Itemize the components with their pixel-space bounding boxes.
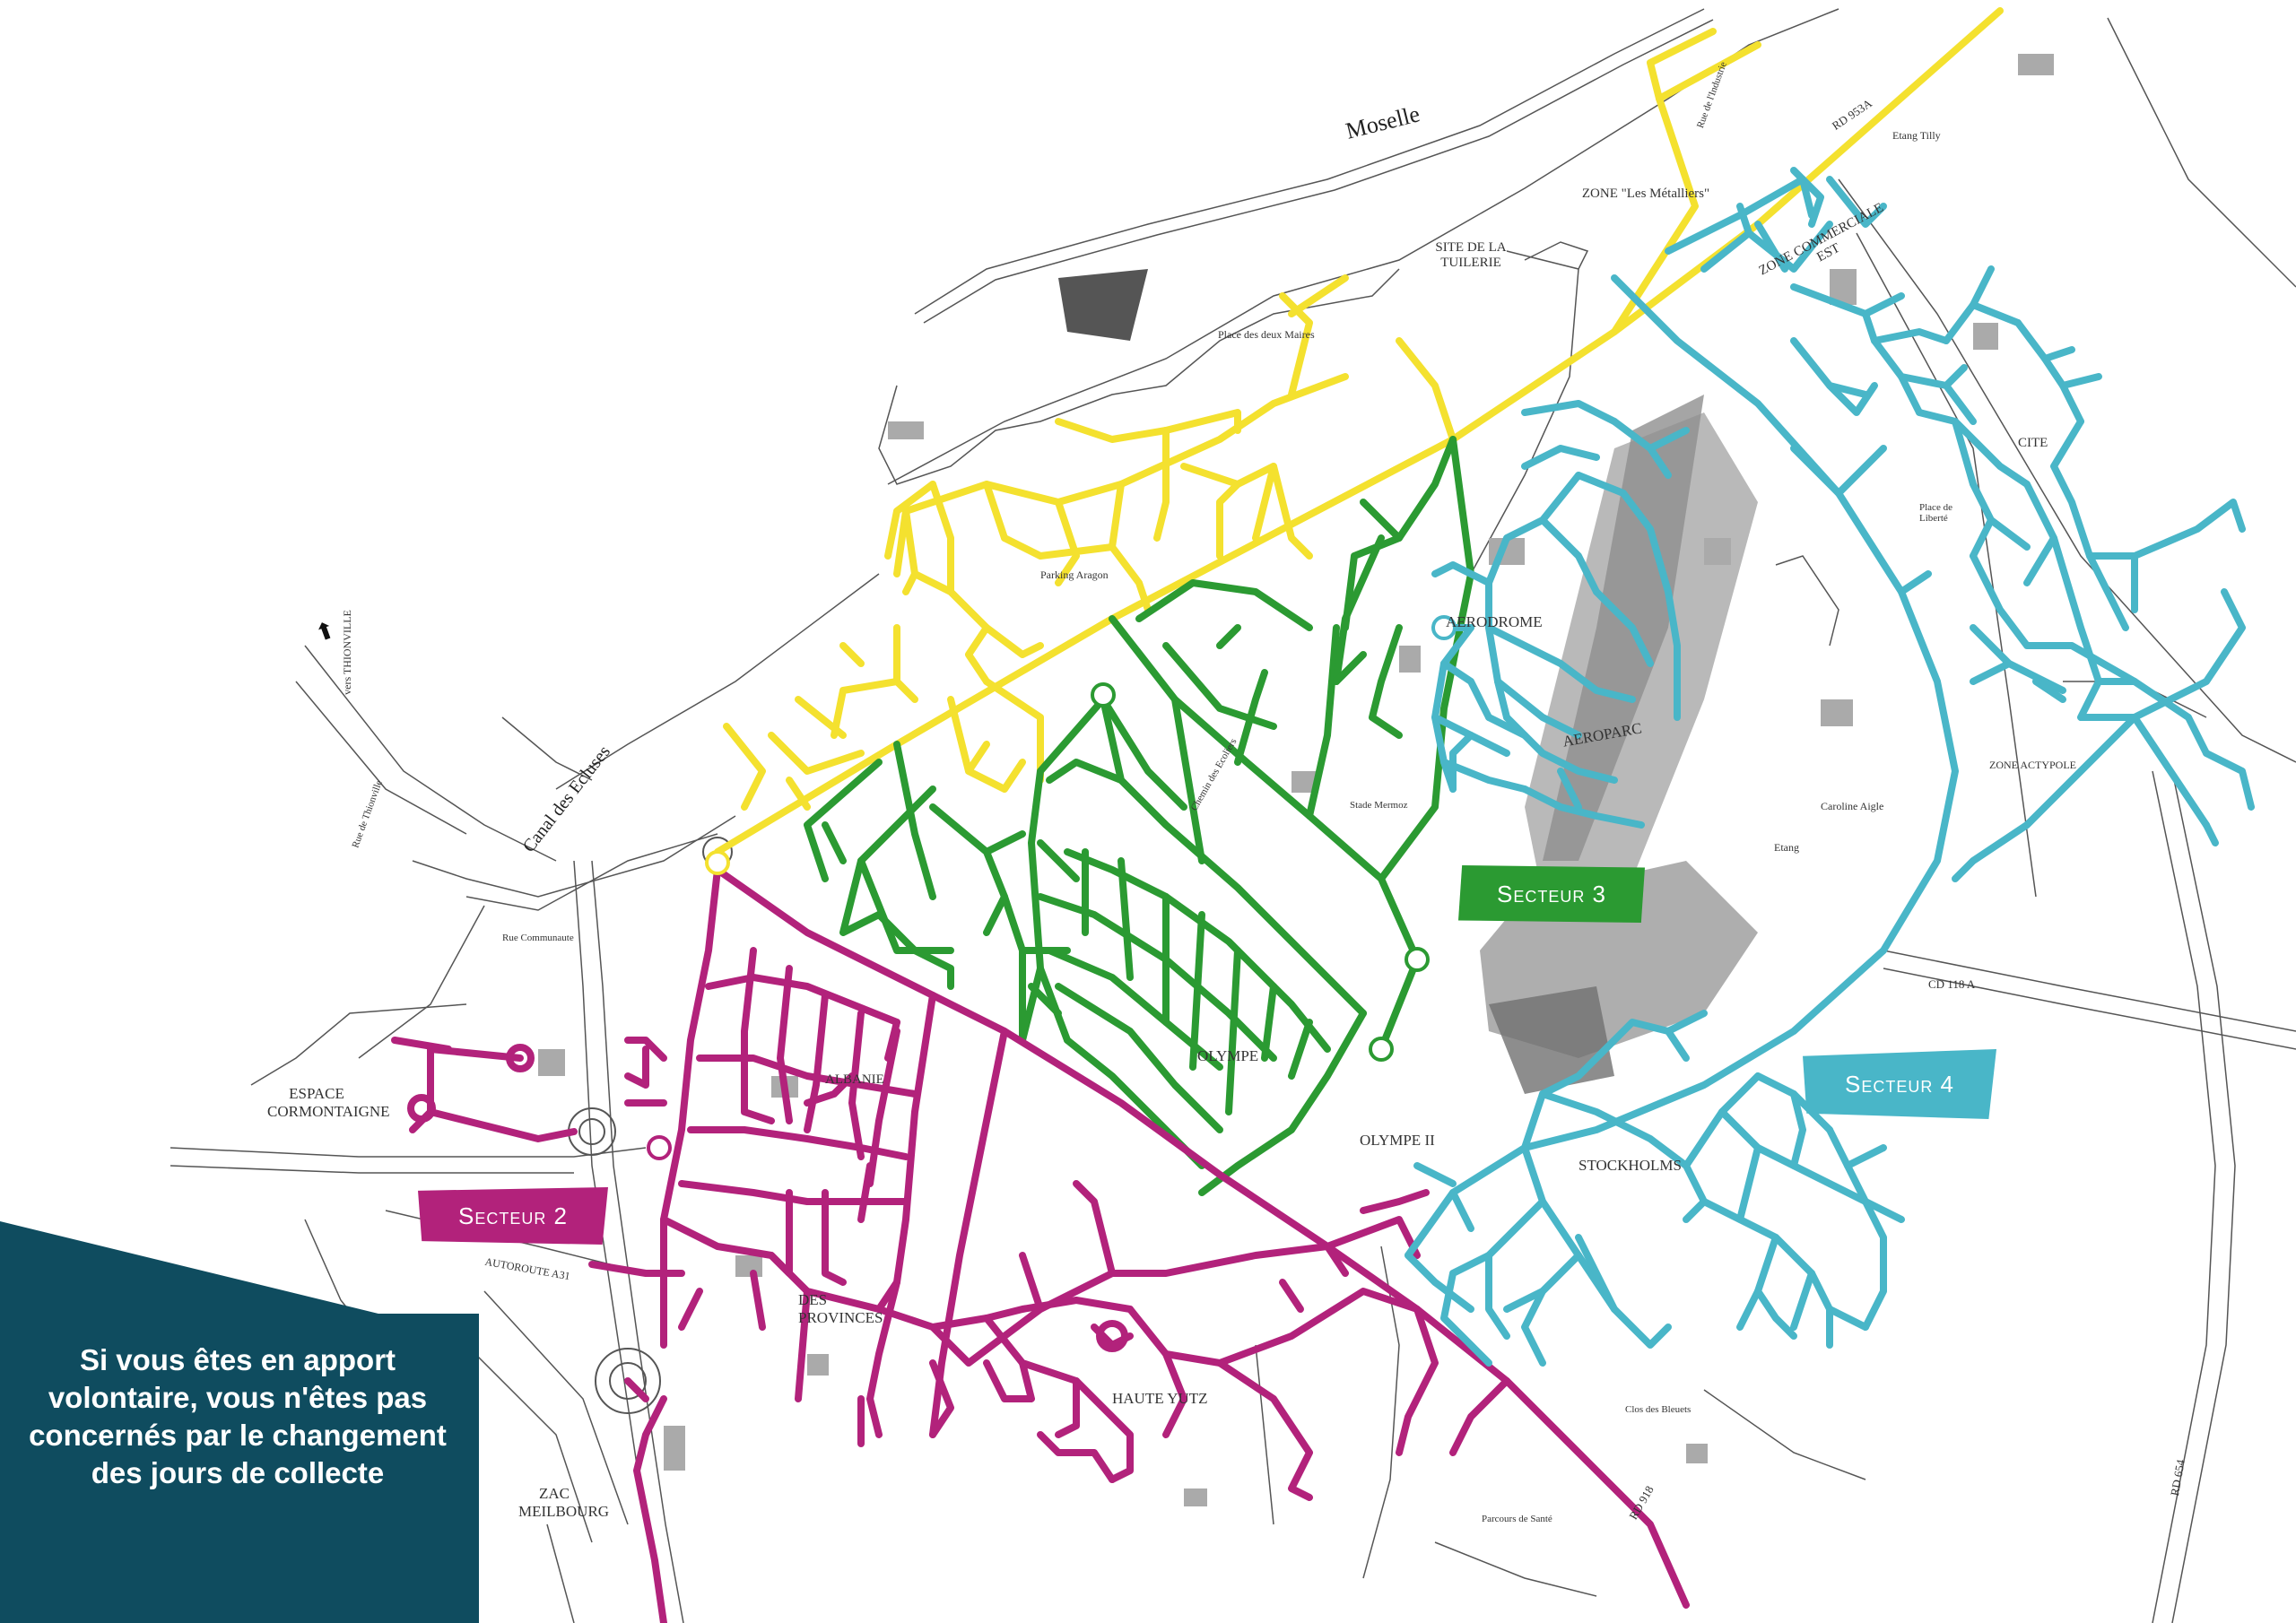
zone-cite-label: CITE — [2018, 436, 2048, 450]
etang-label: Etang — [1774, 841, 1799, 854]
caroline-aigle-label: Caroline Aigle — [1821, 800, 1884, 812]
olympe2-label: OLYMPE II — [1360, 1132, 1435, 1149]
secteur-4-badge: Secteur 4 — [1803, 1049, 1996, 1119]
zac-meilbourg-label: ZAC MEILBOURG — [518, 1485, 610, 1520]
aerodrome-label: AERODROME — [1446, 613, 1543, 630]
stade-label: Stade Mermoz — [1350, 800, 1408, 811]
thionville-direction-label: vers THIONVILLE — [340, 610, 353, 695]
sector-2-routes — [391, 866, 1690, 1623]
zone-tuilerie-label: SITE DE LA TUILERIE — [1435, 240, 1507, 270]
etang-tilly-label: Etang Tilly — [1892, 129, 1941, 142]
cd118a-label: CD 118 A — [1928, 977, 1976, 991]
place-deux-maires-label: Place des deux Maires — [1218, 328, 1315, 341]
albanie-label: ALBANIE — [825, 1072, 884, 1087]
info-text: Si vous êtes en apport volontaire, vous … — [29, 1343, 447, 1489]
rue-communaute-label: Rue Communaute — [502, 933, 574, 943]
clos-bleuets-label: Clos des Bleuets — [1625, 1404, 1692, 1415]
cormontaigne-label: ESPACE CORMONTAIGNE — [267, 1085, 390, 1120]
secteur-3-badge: Secteur 3 — [1458, 865, 1645, 923]
parking-aragon-label: Parking Aragon — [1040, 568, 1109, 581]
sector-4-routes — [1405, 167, 2255, 1367]
zone-actypole-label: ZONE ACTYPOLE — [1989, 759, 2076, 771]
stockholms-label: STOCKHOLMS — [1578, 1157, 1682, 1174]
route-markers — [647, 615, 1457, 1160]
sector-3-routes — [804, 436, 1474, 1196]
roundabouts — [568, 837, 733, 1414]
secteur-2-badge: Secteur 2 — [418, 1187, 608, 1245]
buildings — [538, 54, 2054, 1506]
zone-metalliers-label: ZONE "Les Métalliers" — [1581, 187, 1710, 201]
parcours-sante-label: Parcours de Santé — [1482, 1514, 1552, 1524]
place-liberte-label: Place de Liberté — [1919, 502, 1952, 524]
haute-yutz-label: HAUTE YUTZ — [1112, 1390, 1208, 1407]
olympe-label: OLYMPE — [1197, 1047, 1259, 1064]
des-provinces-label: DES PROVINCES — [798, 1291, 883, 1326]
base-roads — [170, 8, 2296, 1623]
